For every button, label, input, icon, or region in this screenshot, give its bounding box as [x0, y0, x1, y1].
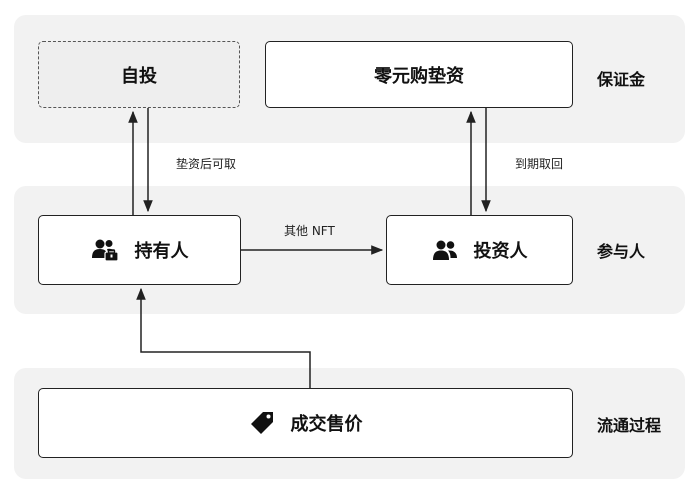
node-holder: 持有人: [38, 215, 241, 285]
node-sale-price: 成交售价: [38, 388, 573, 458]
band-label-margin: 保证金: [597, 70, 646, 89]
band-label-flow: 流通过程: [597, 416, 662, 435]
band-label-participants: 参与人: [597, 242, 646, 261]
node-self-invest-label: 自投: [121, 65, 157, 87]
node-investor: 投资人: [386, 215, 573, 285]
arrow-sale-price-to-holder: [136, 287, 311, 388]
edge-label-expiry-withdraw: 到期取回: [515, 157, 564, 171]
edge-label-other-nft: 其他 NFT: [284, 224, 335, 238]
user-group-icon: [432, 239, 458, 261]
node-holder-label: 持有人: [134, 241, 189, 262]
node-self-invest: 自投: [38, 41, 240, 108]
node-investor-label: 投资人: [473, 241, 528, 262]
node-zero-purchase: 零元购垫资: [265, 41, 573, 108]
node-zero-purchase-label: 零元购垫资: [374, 65, 464, 87]
edge-label-advance-withdraw: 垫资后可取: [176, 157, 237, 171]
node-sale-price-label: 成交售价: [290, 414, 363, 435]
user-group-badge-icon: [91, 238, 119, 262]
price-tag-icon: [249, 410, 275, 436]
